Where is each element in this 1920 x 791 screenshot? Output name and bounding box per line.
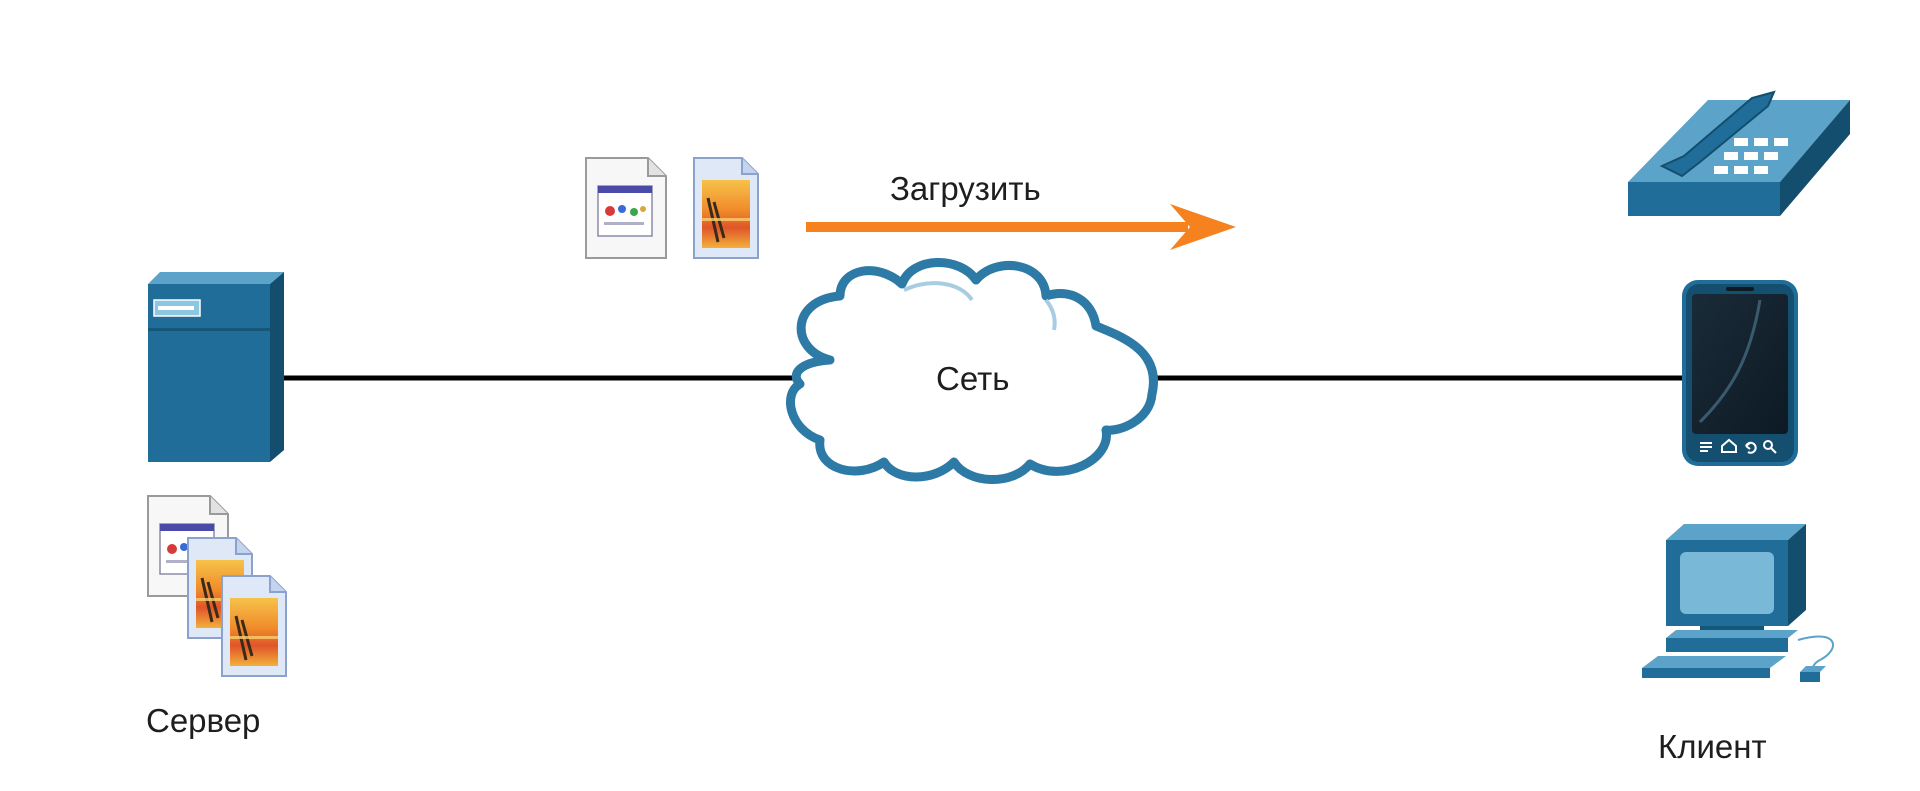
network-label: Сеть: [936, 360, 1010, 397]
ip-phone-icon: [1628, 90, 1850, 216]
transfer-files-icon: [585, 156, 760, 260]
upload-label: Загрузить: [890, 170, 1041, 207]
cloud-icon: [786, 258, 1158, 484]
server-icon: [148, 272, 284, 462]
server-files-icon: [147, 495, 288, 678]
upload-arrow-icon: [806, 204, 1236, 250]
desktop-computer-icon: [1642, 524, 1834, 682]
smartphone-icon: [1682, 280, 1798, 466]
client-label: Клиент: [1658, 728, 1767, 765]
server-label: Сервер: [146, 702, 261, 739]
